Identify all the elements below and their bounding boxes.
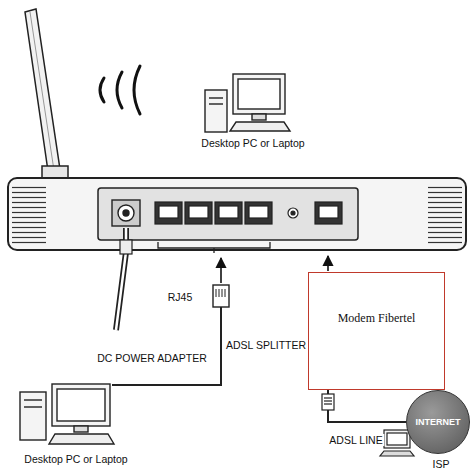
lan-ports <box>155 202 182 224</box>
wan-port <box>319 206 338 218</box>
wifi-waves <box>100 78 104 102</box>
node-text: INTERNET <box>416 417 461 427</box>
desktop-pc-icon <box>52 384 110 426</box>
wan-arrow <box>327 256 329 271</box>
wan-port <box>315 202 342 224</box>
power-jack <box>112 200 140 226</box>
reset-button <box>288 208 298 218</box>
desktop-pc-icon <box>209 97 223 98</box>
desktop-pc-icon <box>20 384 114 444</box>
lan-ports <box>219 206 238 218</box>
modem-box: Modem Fibertel <box>308 272 445 390</box>
desktop-pc-icon <box>230 122 290 131</box>
power-jack <box>118 205 134 221</box>
adsl-plug <box>322 394 334 410</box>
rj45-cable <box>222 289 223 297</box>
rj45-cable <box>112 307 221 385</box>
adsl-plug <box>322 394 334 410</box>
part-label: RJ45 <box>166 291 195 303</box>
isp-computer <box>387 433 407 445</box>
router-body <box>8 178 466 250</box>
node-text: Modem Fibertel <box>338 311 416 326</box>
rj45-cable <box>220 258 222 283</box>
router-body <box>428 184 462 244</box>
adsl-plug <box>324 403 332 404</box>
port-bracket <box>158 242 270 253</box>
adsl-plug <box>324 397 332 398</box>
lan-ports <box>185 202 212 224</box>
part-label: ADSL SPLITTER <box>224 339 308 351</box>
wan-port <box>315 202 342 224</box>
isp-computer <box>384 430 410 448</box>
adsl-plug <box>324 400 332 401</box>
desktop-pc-icon <box>24 399 42 400</box>
rj45-cable <box>112 258 229 385</box>
part-label: Desktop PC or Laptop <box>199 137 306 149</box>
router-body <box>98 188 358 240</box>
wifi-waves <box>117 72 122 108</box>
lan-ports <box>215 202 242 224</box>
antenna <box>25 9 61 178</box>
desktop-pc-icon <box>252 114 266 120</box>
router-body <box>8 178 466 250</box>
desktop-pc-icon <box>74 426 88 432</box>
rj45-cable <box>216 289 217 297</box>
desktop-pc-icon <box>57 389 105 421</box>
part-label: ADSL LINE <box>327 434 384 446</box>
desktop-pc-icon <box>205 74 290 132</box>
reset-button <box>291 211 295 215</box>
wifi-waves <box>100 66 140 114</box>
part-label: DC POWER ADAPTER <box>95 352 209 364</box>
antenna <box>30 12 55 177</box>
part-label: ISP <box>431 458 452 470</box>
power-cable <box>120 240 132 254</box>
lan-ports <box>249 206 268 218</box>
reset-button <box>288 208 298 218</box>
desktop-pc-icon <box>24 406 42 407</box>
lan-ports <box>155 202 272 224</box>
desktop-pc-icon <box>233 74 285 114</box>
rj45-cable <box>225 289 226 297</box>
wifi-waves <box>134 66 140 114</box>
antenna <box>25 9 68 180</box>
lan-ports <box>189 206 208 218</box>
isp-computer <box>380 451 414 456</box>
power-jack <box>112 200 140 226</box>
desktop-pc-icon <box>205 90 227 132</box>
desktop-pc-icon <box>238 79 280 109</box>
internet-circle: INTERNET <box>406 390 470 454</box>
desktop-pc-icon <box>209 103 223 104</box>
power-cable <box>116 228 132 330</box>
desktop-pc-icon <box>20 392 46 440</box>
rj45-cable <box>219 289 220 297</box>
desktop-pc-icon <box>49 434 114 444</box>
lan-ports <box>159 206 178 218</box>
power-jack <box>123 210 129 216</box>
adsl-line <box>328 390 406 422</box>
router-body <box>12 184 46 244</box>
lan-ports <box>245 202 272 224</box>
rj45-cable <box>213 285 229 307</box>
part-label: Desktop PC or Laptop <box>22 453 129 465</box>
